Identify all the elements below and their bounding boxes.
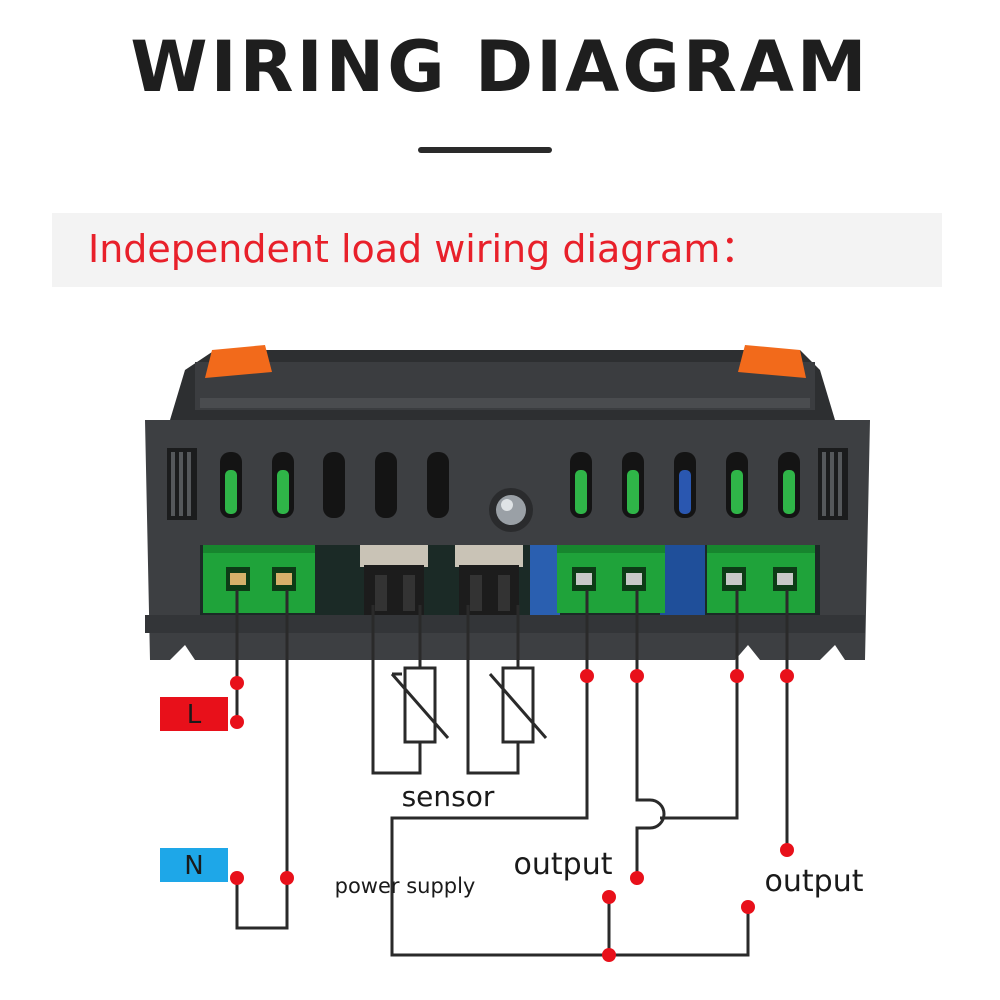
controller-device — [145, 345, 870, 660]
sensor-connector-2 — [455, 545, 523, 615]
thermistor-icon — [488, 666, 548, 744]
output-label-2: output — [765, 864, 864, 899]
page-title: WIRING DIAGRAM — [130, 26, 870, 108]
thermistor-icon — [390, 666, 450, 744]
subtitle: Independent load wiring diagram： — [88, 227, 759, 271]
terminal-dot-icon — [230, 669, 794, 962]
mounting-clip-right — [738, 345, 806, 378]
line-badge: L — [160, 697, 228, 731]
neutral-label: N — [184, 851, 203, 881]
mounting-clip-left — [205, 345, 272, 378]
screw-slots — [220, 452, 800, 518]
title-underline — [418, 147, 552, 153]
output-label-1: output — [514, 847, 613, 882]
terminal-block-power — [203, 545, 315, 613]
line-label: L — [187, 700, 202, 730]
terminal-block-output-2 — [707, 545, 815, 613]
vent-right — [818, 448, 848, 520]
neutral-badge: N — [160, 848, 228, 882]
vent-left — [167, 448, 197, 520]
power-supply-label: power supply — [335, 874, 476, 898]
sensor-connector-1 — [360, 545, 428, 615]
wiring — [235, 590, 789, 957]
terminal-block-output-1 — [557, 545, 665, 613]
sensor-label: sensor — [402, 780, 495, 813]
subtitle-band — [52, 213, 942, 287]
center-screw — [489, 488, 533, 532]
